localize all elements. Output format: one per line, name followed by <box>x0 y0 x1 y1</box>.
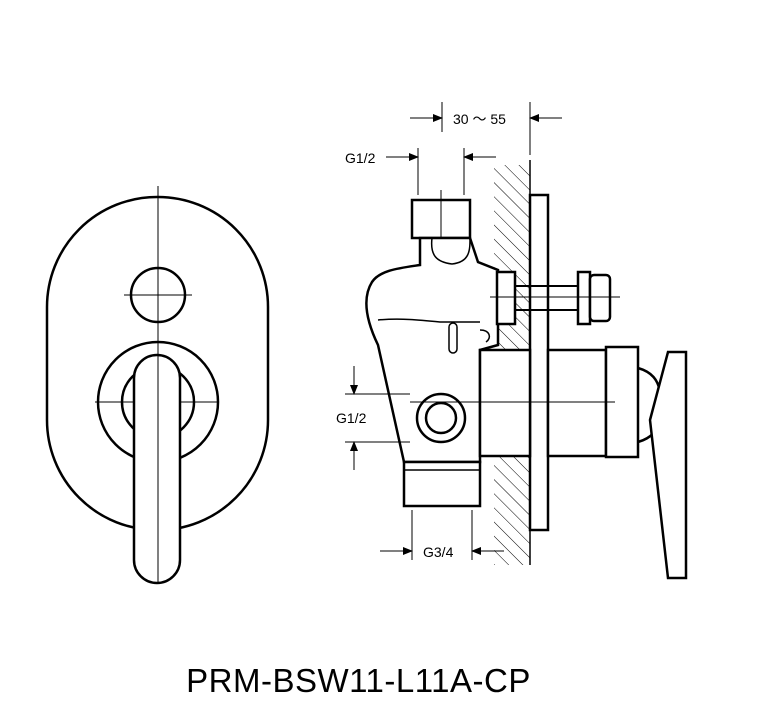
dim-top-inlet-label: G1/2 <box>345 150 376 166</box>
diverter-cap <box>588 273 612 323</box>
lever-side <box>648 350 688 580</box>
side-cover-plate <box>528 193 550 532</box>
model-code: PRM-BSW11-L11A-CP <box>186 662 531 699</box>
diverter-knob-side <box>576 270 592 326</box>
dim-depth-label: 30 ～ 55 <box>453 111 506 127</box>
dim-side-inlet-label: G1/2 <box>336 410 367 426</box>
diverter-stem-nut <box>495 270 517 326</box>
cartridge-housing <box>478 348 532 458</box>
side-view <box>365 160 688 580</box>
cartridge-sleeve <box>546 348 608 458</box>
side-inlet-outer <box>415 392 467 444</box>
dimensions <box>345 102 562 560</box>
lever-handle <box>132 353 182 585</box>
bottom-outlet-nut <box>402 460 482 508</box>
side-inlet-inner <box>424 401 458 435</box>
front-view <box>45 186 270 585</box>
dim-bottom-outlet-label: G3/4 <box>423 544 454 560</box>
valve-slot <box>448 322 458 354</box>
valve-hook <box>479 329 491 343</box>
valve-body-ridge <box>377 318 480 323</box>
valve-body-inner <box>430 237 471 265</box>
